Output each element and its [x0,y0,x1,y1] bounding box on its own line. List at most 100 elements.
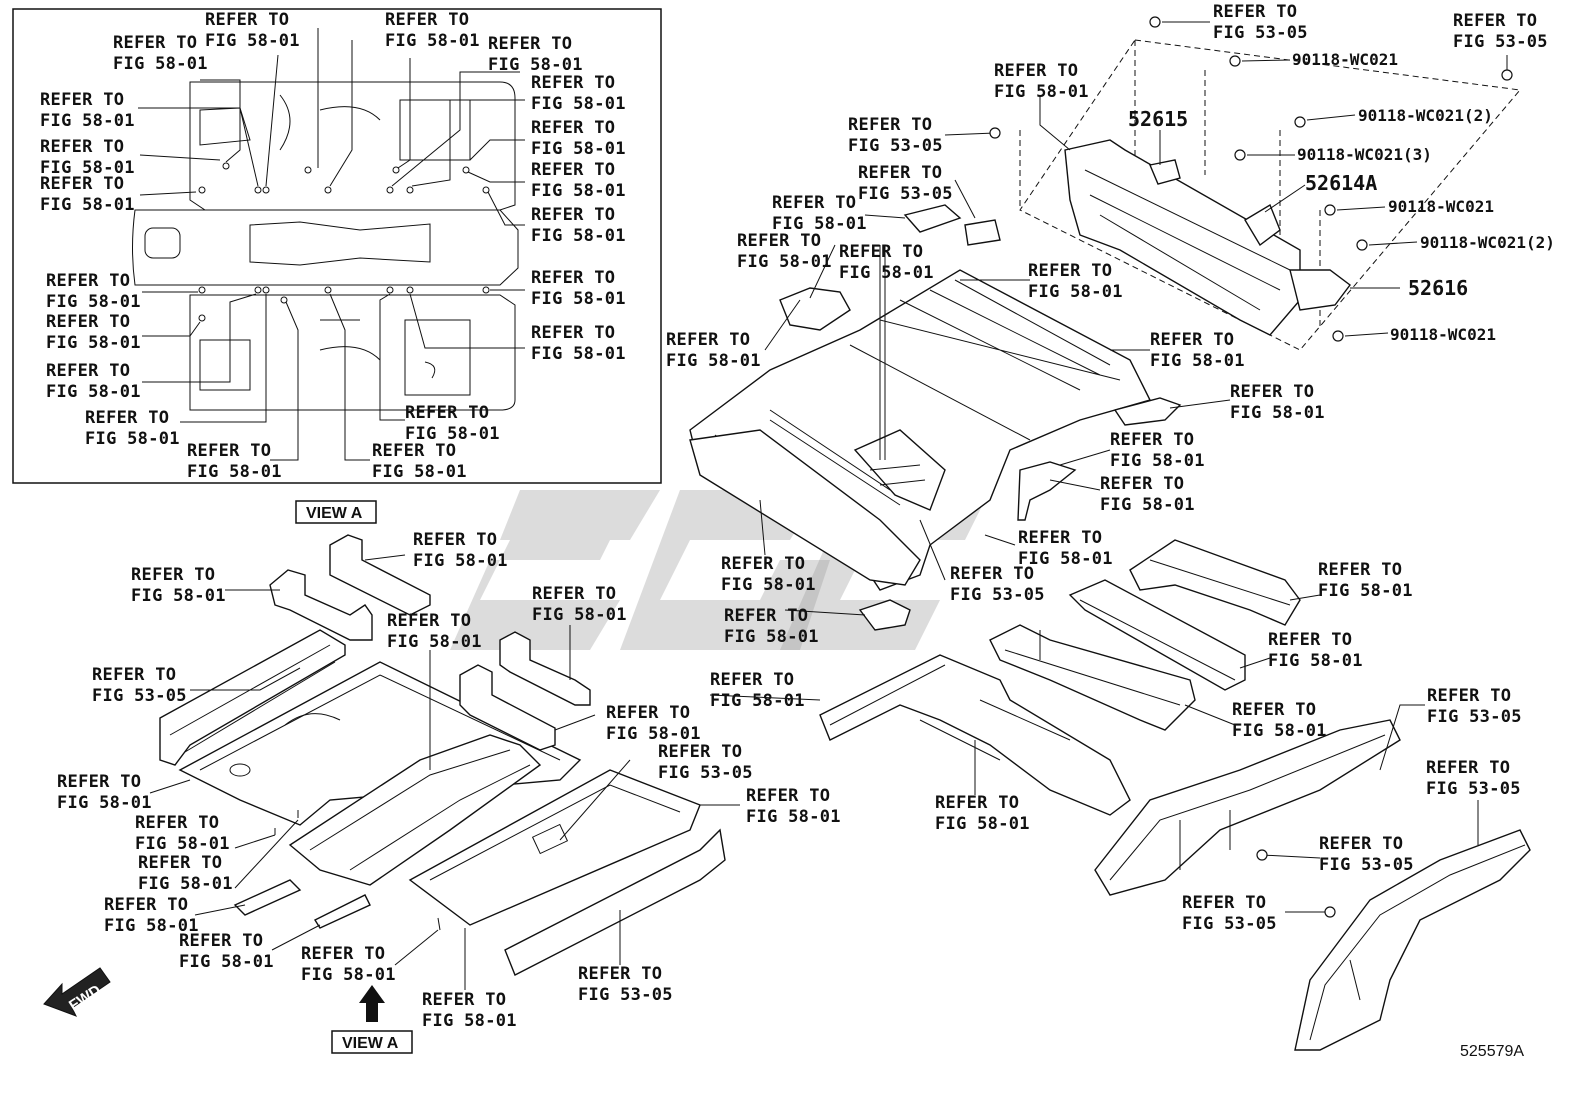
refer-to-text: REFER TO [531,118,615,138]
refer-to-text: REFER TO [1182,893,1266,913]
refer-to-text: REFER TO [950,564,1034,584]
refer-to-text: REFER TO [46,361,130,381]
refer-to-text: REFER TO [531,323,615,343]
bolt-part-number: 90118-WC021 [1292,50,1398,69]
figure-number-text: FIG 58-01 [532,605,627,625]
refer-to-text: REFER TO [1232,700,1316,720]
bolt-part-number: 90118-WC021(2) [1358,106,1493,125]
figure-number-text: FIG 58-01 [40,111,135,131]
refer-to-text: REFER TO [1230,382,1314,402]
figure-number-text: FIG 58-01 [1018,549,1113,569]
figure-number-text: FIG 58-01 [531,94,626,114]
rear-floor-leaders [759,132,1231,616]
refer-to-text: REFER TO [1319,834,1403,854]
figure-number-text: FIG 58-01 [40,195,135,215]
figure-number-text: FIG 53-05 [1213,23,1308,43]
figure-number-text: FIG 53-05 [92,686,187,706]
svg-text:VIEW A: VIEW A [306,505,363,522]
refer-to-text: REFER TO [488,34,572,54]
refer-to-text: REFER TO [46,271,130,291]
figure-number-text: FIG 58-01 [710,691,805,711]
figure-number-text: FIG 58-01 [531,289,626,309]
refer-to-text: REFER TO [422,990,506,1010]
figure-number-text: FIG 58-01 [737,252,832,272]
figure-number-text: FIG 58-01 [405,424,500,444]
refer-to-text: REFER TO [405,403,489,423]
figure-number-text: FIG 58-01 [1268,651,1363,671]
refer-to-text: REFER TO [858,163,942,183]
figure-number-text: FIG 58-01 [40,158,135,178]
figure-number-text: FIG 58-01 [46,292,141,312]
refer-to-text: REFER TO [1318,560,1402,580]
figure-number-text: FIG 58-01 [187,462,282,482]
rear-member-assembly [819,539,1531,1051]
refer-to-text: REFER TO [531,205,615,225]
figure-number-text: FIG 58-01 [994,82,1089,102]
refer-to-text: REFER TO [737,231,821,251]
refer-to-text: REFER TO [40,90,124,110]
refer-to-text: REFER TO [138,853,222,873]
figure-number-text: FIG 53-05 [1453,32,1548,52]
refer-to-text: REFER TO [721,554,805,574]
refer-to-text: REFER TO [92,665,176,685]
figure-number-text: FIG 53-05 [858,184,953,204]
figure-number-text: FIG 53-05 [1182,914,1277,934]
front-floor-assembly [159,534,726,976]
figure-number-text: FIG 58-01 [104,916,199,936]
figure-number-text: FIG 58-01 [179,952,274,972]
figure-number-text: FIG 53-05 [578,985,673,1005]
figure-number-text: FIG 53-05 [1426,779,1521,799]
front-floor-leaders [149,554,740,990]
refer-to-text: REFER TO [1150,330,1234,350]
refer-to-text: REFER TO [578,964,662,984]
figure-number-text: FIG 58-01 [772,214,867,234]
figure-number-text: FIG 58-01 [606,724,701,744]
figure-number-text: FIG 58-01 [135,834,230,854]
figure-number-text: FIG 58-01 [1110,451,1205,471]
figure-number-text: FIG 58-01 [724,627,819,647]
figure-number-text: FIG 58-01 [531,181,626,201]
refer-to-text: REFER TO [40,137,124,157]
figure-number-text: FIG 58-01 [488,55,583,75]
figure-number-text: FIG 58-01 [1100,495,1195,515]
refer-to-text: REFER TO [1213,2,1297,22]
figure-number-text: FIG 58-01 [46,333,141,353]
